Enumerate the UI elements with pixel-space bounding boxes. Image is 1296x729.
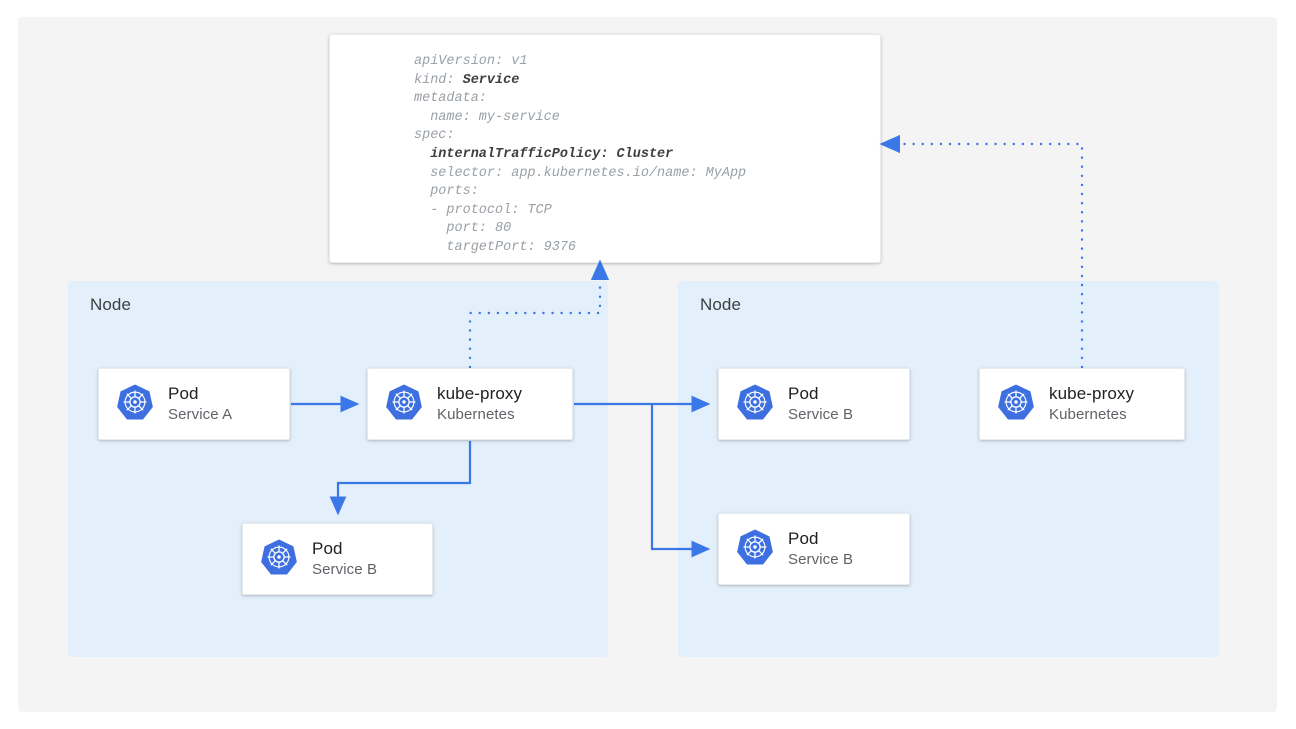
kubernetes-icon — [736, 528, 774, 571]
service-manifest-panel: apiVersion: v1 kind: Service metadata: n… — [329, 34, 881, 263]
card-pod-service-b-right-top[interactable]: Pod Service B — [718, 368, 910, 440]
node-left: Node — [68, 281, 608, 657]
kubernetes-icon — [116, 383, 154, 426]
card-title: Pod — [168, 384, 199, 403]
node-right: Node — [678, 281, 1219, 657]
card-title: kube-proxy — [1049, 384, 1135, 403]
card-pod-service-a[interactable]: Pod Service A — [98, 368, 290, 440]
card-pod-service-b-right-bottom[interactable]: Pod Service B — [718, 513, 910, 585]
card-kube-proxy-right[interactable]: kube-proxy Kubernetes — [979, 368, 1185, 440]
card-title: Pod — [788, 529, 819, 548]
card-title: kube-proxy — [437, 384, 523, 403]
card-title: Pod — [312, 539, 343, 558]
card-subtitle: Service B — [788, 551, 854, 569]
card-subtitle: Service B — [312, 561, 378, 579]
card-subtitle: Kubernetes — [437, 406, 515, 424]
diagram-canvas: apiVersion: v1 kind: Service metadata: n… — [18, 17, 1277, 712]
card-subtitle: Service B — [788, 406, 854, 424]
node-left-label: Node — [90, 295, 132, 314]
node-right-label: Node — [700, 295, 742, 314]
card-subtitle: Kubernetes — [1049, 406, 1127, 424]
card-kube-proxy-left[interactable]: kube-proxy Kubernetes — [367, 368, 573, 440]
kubernetes-icon — [997, 383, 1035, 426]
kubernetes-icon — [385, 383, 423, 426]
kubernetes-icon — [736, 383, 774, 426]
card-pod-service-b-left[interactable]: Pod Service B — [242, 523, 433, 595]
card-title: Pod — [788, 384, 819, 403]
card-subtitle: Service A — [168, 406, 233, 424]
kubernetes-icon — [260, 538, 298, 581]
manifest-code: apiVersion: v1 kind: Service metadata: n… — [414, 54, 747, 255]
